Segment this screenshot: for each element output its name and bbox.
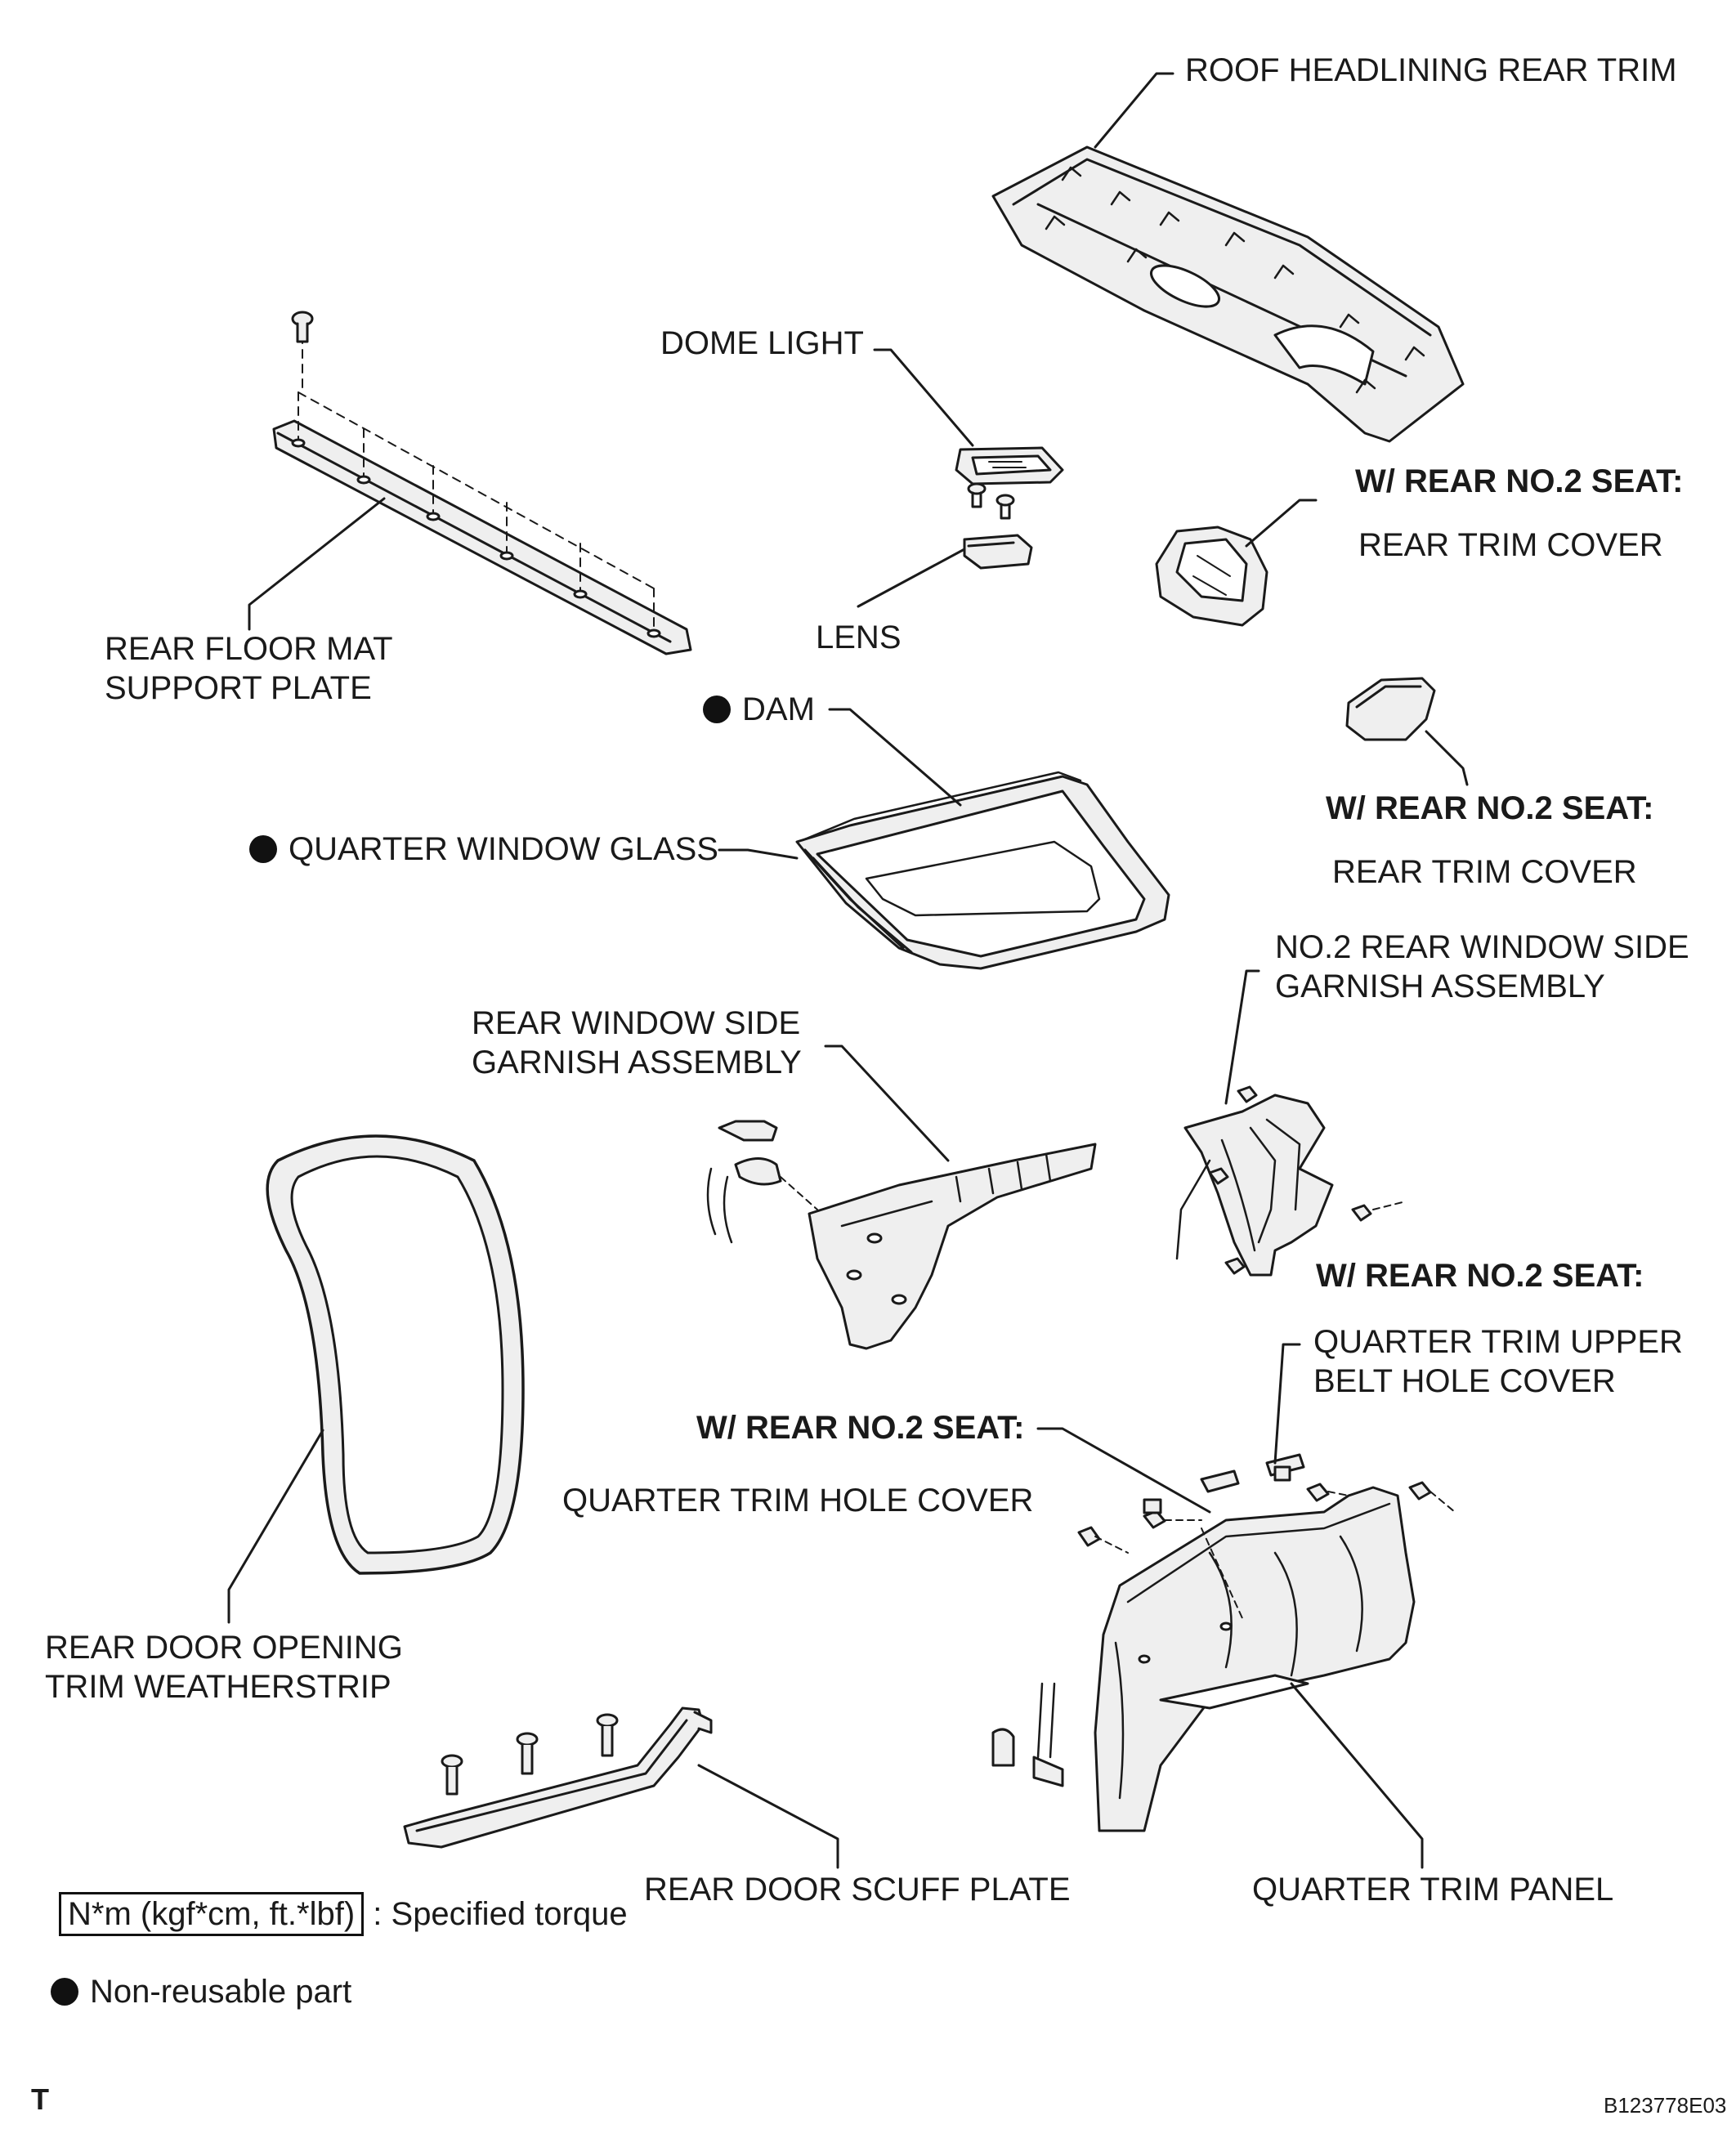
label-lens: LENS bbox=[816, 619, 902, 655]
leader-rear-trim-cover-lower bbox=[1425, 730, 1469, 786]
label-rear-door-scuff-plate: REAR DOOR SCUFF PLATE bbox=[644, 1872, 1071, 1908]
leader-quarter-trim-panel bbox=[1290, 1682, 1424, 1869]
non-reusable-dot-icon bbox=[51, 1978, 78, 2006]
label-dam-text: DAM bbox=[742, 691, 815, 727]
label-weatherstrip-line2: TRIM WEATHERSTRIP bbox=[45, 1669, 391, 1705]
label-belt-hole-cover-line1: QUARTER TRIM UPPER bbox=[1313, 1324, 1683, 1360]
label-no2-garnish-line1: NO.2 REAR WINDOW SIDE bbox=[1275, 929, 1689, 965]
clip-icon bbox=[1208, 1085, 1372, 1275]
leader-rear-floor-mat bbox=[248, 497, 386, 631]
leader-dome-light bbox=[873, 348, 974, 447]
label-no2-garnish-line2: GARNISH ASSEMBLY bbox=[1275, 968, 1605, 1004]
screw-icon bbox=[996, 494, 1015, 520]
non-reusable-dot-icon bbox=[249, 835, 277, 863]
legend-non-reusable: Non-reusable part bbox=[51, 1972, 351, 2011]
legend-specified-torque: N*m (kgf*cm, ft.*lbf) : Specified torque bbox=[59, 1892, 628, 1936]
rear-door-opening-trim-weatherstrip-part bbox=[266, 1134, 525, 1575]
non-reusable-text: Non-reusable part bbox=[90, 1974, 352, 2010]
lens-part bbox=[963, 534, 1033, 570]
quarter-trim-panel-part bbox=[991, 1453, 1456, 1832]
label-dam: DAM bbox=[703, 690, 815, 729]
label-rear-floor-mat-line2: SUPPORT PLATE bbox=[105, 670, 372, 706]
label-roof-headlining-rear-trim: ROOF HEADLINING REAR TRIM bbox=[1185, 52, 1677, 88]
dam-strip bbox=[801, 771, 1082, 842]
quarter-window-glass-part bbox=[795, 771, 1170, 970]
torque-legend-text: : Specified torque bbox=[373, 1896, 628, 1932]
leader-rear-garnish bbox=[824, 1044, 950, 1162]
leader-roof-headlining bbox=[1094, 72, 1174, 149]
non-reusable-dot-icon bbox=[703, 696, 731, 723]
rear-trim-cover-lower-part bbox=[1345, 677, 1436, 741]
figure-code: B123778E03 bbox=[1604, 2093, 1727, 2118]
leader-lens bbox=[857, 548, 966, 608]
screw-icon bbox=[291, 311, 314, 343]
bolt-icon bbox=[441, 1713, 619, 1796]
no2-rear-window-side-garnish-part bbox=[1175, 1085, 1407, 1277]
label-w-rear-seat-3: W/ REAR NO.2 SEAT: bbox=[1316, 1258, 1644, 1294]
rear-trim-cover-upper-part bbox=[1155, 526, 1268, 627]
label-quarter-trim-hole-cover: QUARTER TRIM HOLE COVER bbox=[562, 1483, 1034, 1519]
label-quarter-window-glass-text: QUARTER WINDOW GLASS bbox=[289, 831, 718, 867]
label-w-rear-seat-4: W/ REAR NO.2 SEAT: bbox=[696, 1410, 1025, 1446]
roof-headlining-rear-trim-part bbox=[991, 145, 1465, 443]
screw-icon bbox=[967, 482, 987, 508]
label-rear-trim-cover-2: REAR TRIM COVER bbox=[1332, 854, 1637, 890]
label-rear-garnish-line1: REAR WINDOW SIDE bbox=[472, 1005, 801, 1041]
label-quarter-trim-panel: QUARTER TRIM PANEL bbox=[1252, 1872, 1614, 1908]
dome-light-part bbox=[955, 446, 1064, 520]
label-belt-hole-cover-line2: BELT HOLE COVER bbox=[1313, 1363, 1616, 1399]
label-rear-floor-mat-line1: REAR FLOOR MAT bbox=[105, 631, 393, 667]
rear-window-side-garnish-part bbox=[706, 1120, 1097, 1350]
leader-belt-hole-cover bbox=[1273, 1343, 1301, 1465]
label-w-rear-seat-1: W/ REAR NO.2 SEAT: bbox=[1355, 463, 1684, 499]
label-quarter-window-glass: QUARTER WINDOW GLASS bbox=[249, 830, 718, 869]
label-w-rear-seat-2: W/ REAR NO.2 SEAT: bbox=[1326, 790, 1654, 826]
torque-box: N*m (kgf*cm, ft.*lbf) bbox=[59, 1892, 365, 1936]
leader-rear-trim-cover-upper bbox=[1245, 499, 1318, 548]
leader-no2-garnish bbox=[1224, 969, 1260, 1105]
label-rear-trim-cover-1: REAR TRIM COVER bbox=[1358, 527, 1663, 563]
rear-door-scuff-plate-part bbox=[403, 1706, 713, 1849]
leader-hole-cover bbox=[1036, 1427, 1211, 1514]
label-weatherstrip-line1: REAR DOOR OPENING bbox=[45, 1630, 403, 1666]
rear-floor-mat-support-plate-part bbox=[272, 311, 692, 655]
leader-quarter-window-glass bbox=[718, 848, 799, 860]
leader-dam bbox=[828, 708, 962, 807]
corner-mark: T bbox=[31, 2082, 49, 2116]
leader-weatherstrip bbox=[227, 1429, 324, 1624]
leader-scuff-plate bbox=[697, 1764, 839, 1869]
label-dome-light: DOME LIGHT bbox=[660, 325, 864, 361]
label-rear-garnish-line2: GARNISH ASSEMBLY bbox=[472, 1044, 802, 1080]
